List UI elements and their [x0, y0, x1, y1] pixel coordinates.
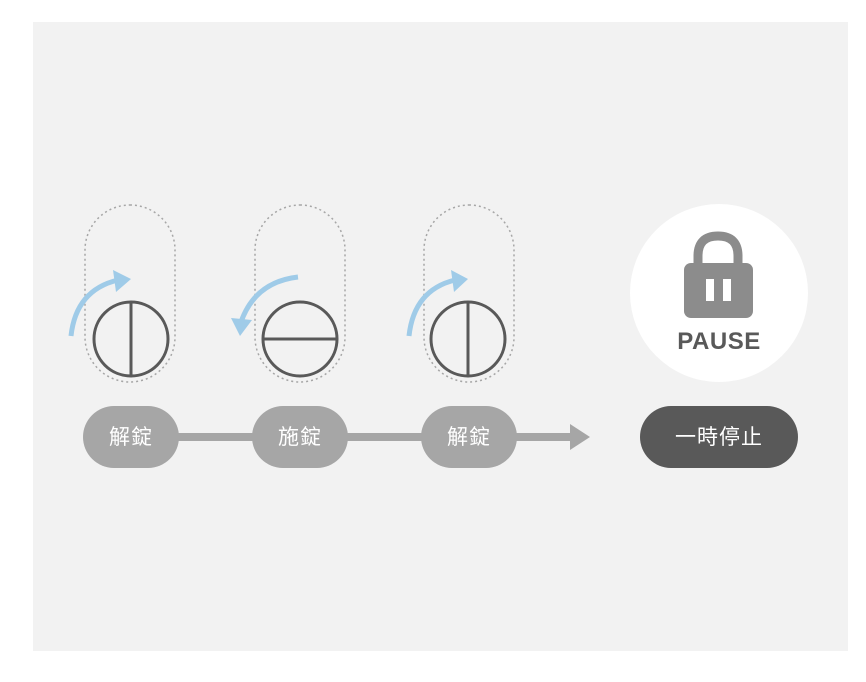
counterclockwise-arrow-icon	[238, 274, 299, 323]
padlock-body	[684, 263, 753, 318]
pause-bar-right	[723, 279, 731, 301]
clockwise-arrow-icon	[406, 277, 456, 337]
pause-status-pill: 一時停止	[640, 406, 798, 468]
clockwise-arrowhead	[451, 270, 468, 292]
step-1-knob-group	[68, 204, 176, 383]
knob-track-outline	[84, 204, 176, 383]
step-2-knob-group	[231, 204, 346, 383]
clockwise-arrowhead	[113, 270, 131, 292]
knob-track-outline	[423, 204, 515, 383]
pause-bar-left	[706, 279, 714, 301]
pause-badge-label: PAUSE	[677, 328, 761, 355]
counterclockwise-arrowhead	[231, 318, 252, 336]
padlock-shackle	[693, 231, 743, 268]
step-3-pill: 解錠	[421, 406, 517, 468]
knob-track-outline	[254, 204, 346, 383]
step-3-knob-group	[406, 204, 515, 383]
step-2-pill: 施錠	[252, 406, 348, 468]
clockwise-arrow-icon	[68, 277, 119, 337]
step-1-pill: 解錠	[83, 406, 179, 468]
connector-arrowhead	[570, 424, 590, 450]
